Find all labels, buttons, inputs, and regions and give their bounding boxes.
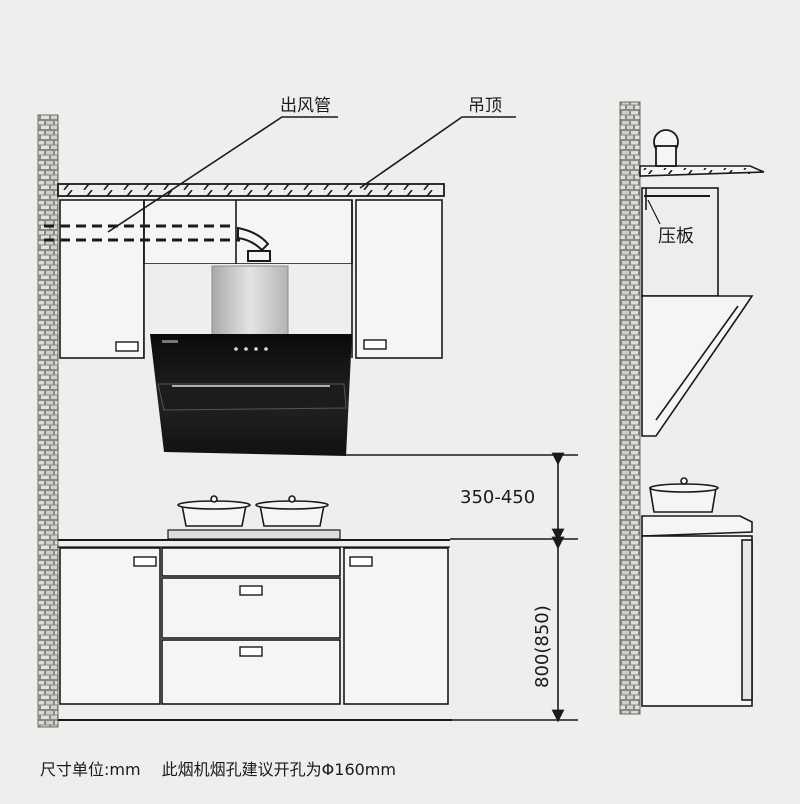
hood-button (254, 347, 258, 351)
label-counter-height: 800(850) (532, 605, 553, 688)
hood-button (234, 347, 238, 351)
label-ceiling: 吊顶 (468, 96, 502, 116)
exhaust-duct (44, 224, 240, 242)
pot-right (255, 495, 329, 527)
footnote-unit: 尺寸单位:mm (40, 760, 141, 779)
cabinet-handle (239, 585, 263, 596)
label-press-plate: 压板 (658, 226, 694, 247)
cabinet-handle (363, 339, 387, 350)
hood-button (244, 347, 248, 351)
cabinet-handle (133, 556, 157, 567)
side-ceiling-slab (639, 165, 765, 177)
left-brick-wall (37, 114, 59, 728)
footnote-note: 此烟机烟孔建议开孔为Φ160mm (161, 760, 396, 779)
hood-chimney (211, 265, 289, 337)
pot-left (177, 495, 251, 527)
dimension-lines (346, 452, 578, 723)
right-brick-wall (619, 101, 641, 715)
side-hood (641, 187, 754, 437)
lower-cabinets (59, 547, 449, 705)
footnote: 尺寸单位:mm 此烟机烟孔建议开孔为Φ160mm (40, 756, 396, 780)
cabinet-handle (349, 556, 373, 567)
press-plate-leader (647, 199, 661, 225)
cabinet-handle (239, 646, 263, 657)
side-pot (649, 477, 719, 513)
countertop (58, 529, 450, 548)
duct-elbow (237, 226, 271, 262)
hood-button (264, 347, 268, 351)
callout-leaders (107, 116, 516, 233)
cabinet-handle (115, 341, 139, 352)
ceiling-slab (57, 183, 445, 197)
label-exhaust-pipe: 出风管 (280, 96, 331, 116)
side-duct (653, 129, 679, 167)
cooktop (167, 529, 341, 540)
range-hood (150, 265, 352, 456)
label-hood-height: 350-450 (460, 487, 535, 508)
side-lower-cabinet (641, 515, 753, 707)
